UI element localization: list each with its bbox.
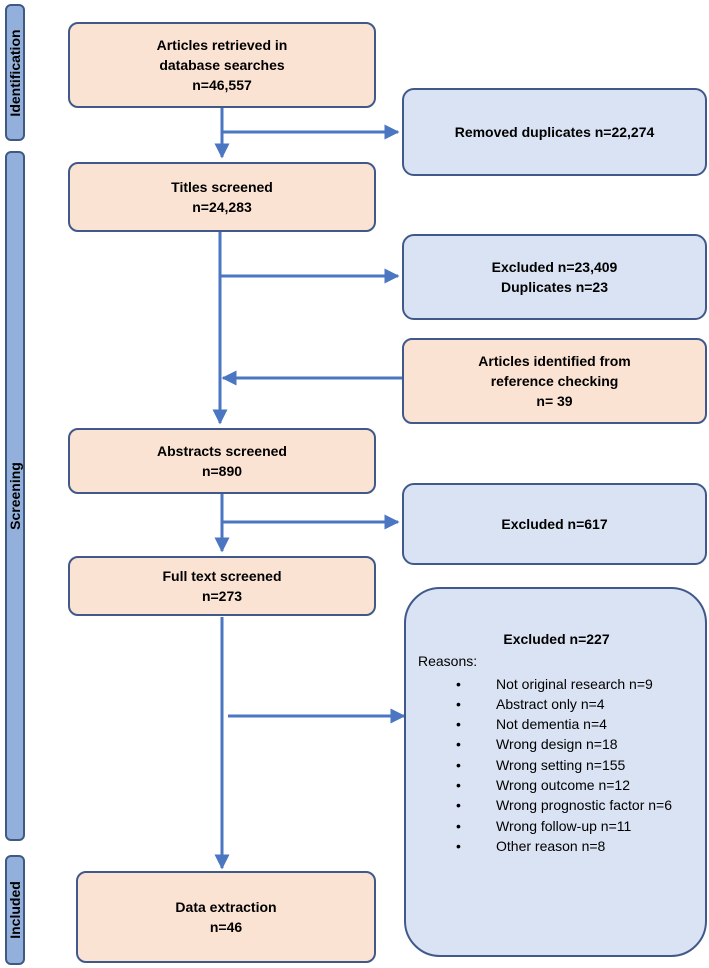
- reasons-list: Not original research n=9 Abstract only …: [418, 674, 695, 857]
- reasons-label: Reasons:: [418, 653, 478, 670]
- reason-item: Not dementia n=4: [456, 714, 695, 735]
- stage-identification: Identification: [5, 4, 25, 141]
- reason-item: Wrong setting n=155: [456, 755, 695, 776]
- box-titles-screened: Titles screened n=24,283: [68, 162, 376, 232]
- box-articles-retrieved: Articles retrieved in database searches …: [68, 22, 376, 108]
- reason-item: Other reason n=8: [456, 836, 695, 857]
- excluded-fulltext-title: Excluded n=227: [503, 631, 610, 647]
- stage-screening: Screening: [5, 151, 25, 841]
- stage-included: Included: [5, 855, 25, 965]
- box-removed-duplicates: Removed duplicates n=22,274: [402, 88, 707, 176]
- reason-item: Wrong prognostic factor n=6: [456, 795, 695, 816]
- box-data-extraction: Data extraction n=46: [76, 871, 376, 963]
- reason-item: Not original research n=9: [456, 674, 695, 695]
- box-excluded-fulltext: Excluded n=227 Reasons: Not original res…: [404, 587, 707, 957]
- box-excluded-abstracts: Excluded n=617: [402, 483, 707, 565]
- box-fulltext-screened: Full text screened n=273: [68, 556, 376, 616]
- reason-item: Wrong design n=18: [456, 734, 695, 755]
- reason-item: Wrong outcome n=12: [456, 775, 695, 796]
- reason-item: Wrong follow-up n=11: [456, 816, 695, 837]
- reason-item: Abstract only n=4: [456, 694, 695, 715]
- box-excluded-titles: Excluded n=23,409 Duplicates n=23: [402, 234, 707, 320]
- box-reference-checking: Articles identified from reference check…: [402, 338, 707, 424]
- box-abstracts-screened: Abstracts screened n=890: [68, 428, 376, 494]
